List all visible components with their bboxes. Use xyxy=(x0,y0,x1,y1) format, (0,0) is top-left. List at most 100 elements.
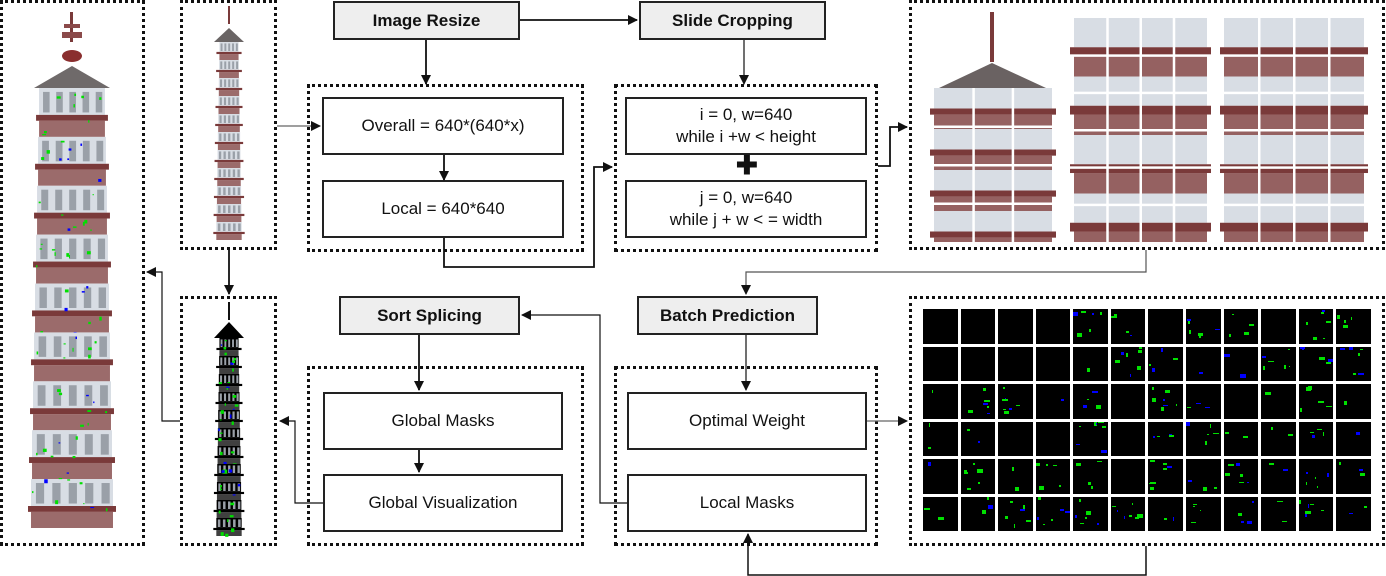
mask-tile xyxy=(1148,496,1184,531)
pagoda-window xyxy=(228,447,231,455)
mask-tile xyxy=(1073,459,1108,494)
defect-speck xyxy=(224,403,226,406)
defect-speck xyxy=(39,248,43,250)
mask-speck xyxy=(1316,428,1322,431)
mask-speck xyxy=(1310,432,1315,434)
pagoda-window xyxy=(227,519,231,527)
stage-batch-prediction: Batch Prediction xyxy=(637,296,818,335)
pagoda-window xyxy=(232,115,235,123)
pagoda-window xyxy=(54,238,62,260)
pagoda-window xyxy=(41,189,49,211)
mask-speck xyxy=(1213,432,1220,434)
mask-speck xyxy=(1080,522,1085,525)
defect-speck xyxy=(66,472,69,474)
mask-tile xyxy=(1336,346,1371,381)
pagoda-window xyxy=(228,133,231,141)
mask-speck xyxy=(1076,333,1082,338)
defect-speck xyxy=(233,357,237,361)
arrow-slices-to-prediction xyxy=(741,250,1147,295)
defect-speck xyxy=(230,451,235,454)
defect-speck xyxy=(81,95,84,99)
pagoda-window xyxy=(232,205,236,213)
slice-eave xyxy=(934,155,1052,170)
mask-tile xyxy=(923,384,958,419)
mask-speck xyxy=(1114,314,1118,317)
pagoda-tier-balcony xyxy=(32,310,112,317)
stage-sort-splicing: Sort Splicing xyxy=(339,296,520,335)
mask-tile xyxy=(1148,459,1184,494)
mask-tile xyxy=(1186,309,1221,344)
pagoda-window xyxy=(220,43,223,51)
mask-speck xyxy=(963,471,968,474)
mask-speck xyxy=(1268,462,1274,466)
mask-speck xyxy=(1307,385,1312,390)
defect-speck xyxy=(81,291,85,293)
mask-speck xyxy=(1137,514,1143,519)
pagoda-window xyxy=(224,79,227,87)
slices-frame xyxy=(909,0,1385,250)
defect-speck xyxy=(75,336,77,340)
pagoda-window xyxy=(223,97,227,105)
mask-speck xyxy=(1191,521,1196,523)
defect-speck xyxy=(68,148,72,151)
defect-speck xyxy=(54,252,56,256)
mask-speck xyxy=(983,403,988,405)
mask-speck xyxy=(1261,356,1267,358)
defect-speck xyxy=(59,158,62,161)
pagoda-tier-balcony xyxy=(28,506,116,512)
mask-speck xyxy=(1005,515,1009,520)
mask-speck xyxy=(1241,520,1245,524)
mask-tile xyxy=(1186,346,1221,381)
pagoda-window xyxy=(43,91,50,113)
defect-speck xyxy=(51,249,56,251)
pagoda-window xyxy=(56,91,63,113)
pagoda-tier-balcony xyxy=(214,473,244,477)
pagoda-window xyxy=(69,287,77,308)
defect-speck xyxy=(72,347,74,352)
step-optimal-weight: Optimal Weight xyxy=(627,392,867,450)
pagoda-window xyxy=(95,91,103,113)
mask-speck xyxy=(977,481,981,485)
pagoda-window xyxy=(228,429,231,437)
mask-speck xyxy=(1317,485,1319,488)
step-local-resize: Local = 640*640 xyxy=(322,180,564,238)
mask-tile xyxy=(1261,346,1296,381)
mask-speck xyxy=(1079,425,1082,428)
pagoda-tier-balcony xyxy=(30,408,114,415)
mask-speck xyxy=(1188,330,1192,335)
mask-speck xyxy=(1224,354,1230,357)
pagoda-window xyxy=(237,501,241,509)
mask-speck xyxy=(1160,407,1165,412)
mask-tile xyxy=(1110,309,1146,344)
pagoda-window xyxy=(219,97,222,105)
mask-speck xyxy=(1162,405,1168,407)
mask-speck xyxy=(1343,324,1348,328)
pagoda-window xyxy=(228,79,231,87)
mask-speck xyxy=(1251,501,1255,503)
mask-tile xyxy=(1298,496,1334,531)
defect-speck xyxy=(80,143,83,146)
mask-speck xyxy=(1337,315,1340,320)
pagoda-tier-eave xyxy=(219,350,239,356)
mask-tile xyxy=(1186,384,1221,419)
mask-speck xyxy=(1311,434,1315,439)
defect-speck xyxy=(221,470,225,473)
defect-speck xyxy=(58,392,63,396)
pagoda-tiers-small xyxy=(213,42,245,240)
slice-grid-line xyxy=(1070,203,1211,207)
mask-tile xyxy=(1298,309,1334,344)
mask-speck xyxy=(1203,487,1207,491)
mask-speck xyxy=(1002,399,1009,402)
slice-grid-line xyxy=(1220,129,1368,132)
defect-speck xyxy=(46,150,50,154)
mask-tile xyxy=(923,421,958,456)
defect-speck xyxy=(72,226,77,228)
pagoda-window xyxy=(232,151,235,159)
step-crop-cols: j = 0, w=640 while j + w < = width xyxy=(625,180,867,238)
pagoda-tier-eave xyxy=(218,404,240,410)
slice-middle-slice-grid xyxy=(1070,18,1211,252)
pagoda-window xyxy=(236,393,239,401)
mask-speck xyxy=(1134,517,1139,520)
pagoda-tier-balcony xyxy=(31,359,113,366)
mask-speck xyxy=(927,462,931,467)
